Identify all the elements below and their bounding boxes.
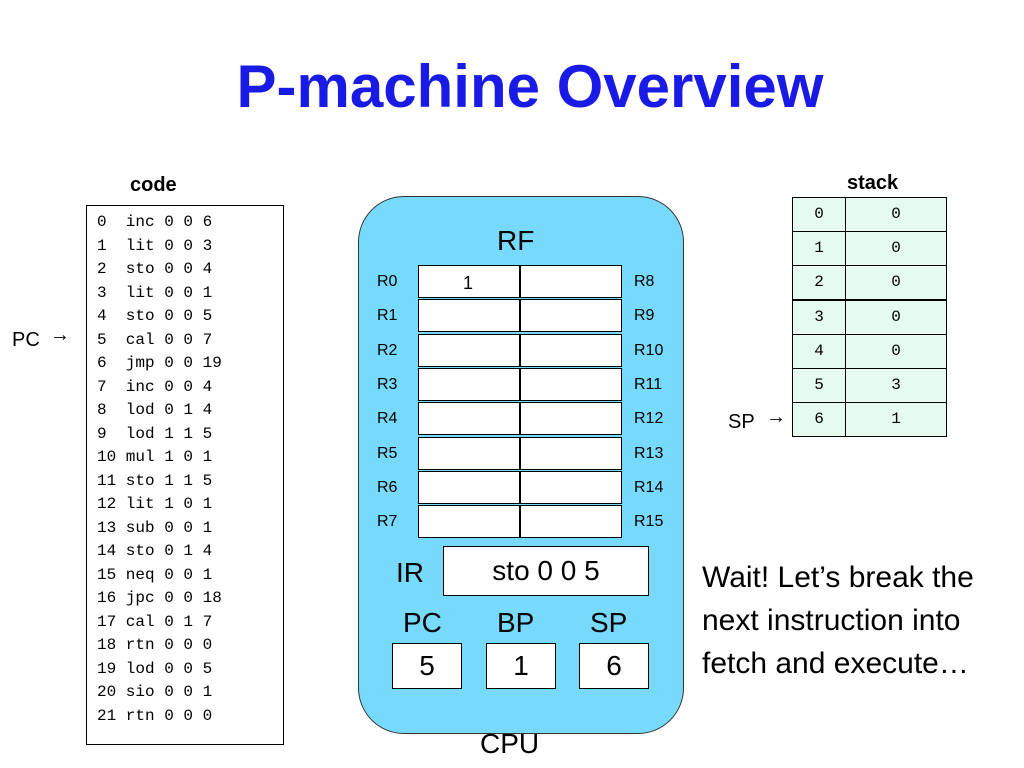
stack-index-cell: 1	[792, 231, 846, 267]
stack-value-cell: 0	[845, 197, 947, 232]
stack-index-cell: 6	[792, 402, 846, 438]
code-line: 0 inc 0 0 6	[97, 213, 213, 231]
code-line: 4 sto 0 0 5	[97, 307, 213, 325]
register-cell: 1	[418, 265, 520, 298]
stack-value-cell: 0	[845, 333, 947, 369]
register-cell	[418, 299, 520, 333]
register-label: R2	[377, 341, 398, 359]
code-line: 20 sio 0 0 1	[97, 683, 213, 701]
stack-value-cell: 0	[845, 299, 947, 335]
stack-index-cell: 5	[792, 368, 846, 403]
register-cell	[520, 367, 622, 401]
sp-pointer-arrow-icon: →	[766, 406, 786, 429]
note-text: Wait! Let’s break the next instruction i…	[702, 561, 974, 680]
register-cell	[418, 505, 520, 539]
register-cell	[520, 505, 622, 539]
code-listing: 0 inc 0 0 6 1 lit 0 0 3 2 sto 0 0 4 3 lit 0…	[86, 205, 284, 745]
code-line: 7 inc 0 0 4	[97, 377, 213, 396]
register-cell	[418, 436, 520, 470]
register-cell	[520, 265, 622, 298]
stack-value-cell: 1	[845, 402, 947, 438]
stack-value-cell: 0	[845, 265, 947, 301]
code-line: 16 jpc 0 0 18	[97, 589, 222, 607]
code-line: 3 lit 0 0 1	[97, 283, 213, 302]
code-line: 21 rtn 0 0 0	[97, 706, 213, 725]
register-label: R3	[377, 375, 398, 393]
register-cell	[520, 436, 622, 470]
code-line: 10 mul 1 0 1	[97, 448, 213, 466]
register-label: R15	[634, 513, 664, 531]
code-line: 15 neq 0 0 1	[97, 565, 213, 584]
stack-index-cell: 3	[792, 299, 846, 335]
register-label: R4	[377, 410, 398, 428]
stack-value-cell: 3	[845, 368, 947, 403]
register-label: R7	[377, 513, 398, 531]
stack-header: stack	[847, 172, 899, 194]
code-line: 18 rtn 0 0 0	[97, 636, 213, 654]
code-header: code	[130, 174, 177, 196]
slide-title: P-machine Overview	[236, 53, 824, 120]
register-label: R6	[377, 478, 398, 496]
register-label: R9	[634, 307, 655, 325]
pc-label: PC	[403, 607, 442, 638]
code-line: 12 lit 1 0 1	[97, 495, 213, 513]
register-cell	[418, 333, 520, 367]
register-label: R1	[377, 307, 398, 325]
cpu-label: CPU	[480, 728, 540, 759]
code-line: 2 sto 0 0 4	[97, 260, 213, 278]
pc-pointer-arrow-icon: →	[50, 323, 70, 346]
register-cell	[520, 333, 622, 367]
register-cell	[520, 470, 622, 504]
register-label: R11	[634, 375, 663, 393]
register-cell	[418, 470, 520, 504]
stack-index-cell: 2	[792, 265, 846, 301]
code-line: 5 cal 0 0 7	[97, 330, 213, 349]
bp-box: 1	[486, 643, 556, 689]
ir-box: sto 0 0 5	[443, 546, 649, 596]
sp-pointer-label: SP	[728, 411, 755, 434]
register-cell	[418, 402, 520, 436]
code-line: 13 sub 0 0 1	[97, 518, 213, 537]
register-label: R10	[634, 341, 664, 359]
stack-index-cell: 4	[792, 333, 846, 369]
code-line: 14 sto 0 1 4	[97, 542, 213, 560]
code-line: 8 lod 0 1 4	[97, 401, 213, 419]
pc-pointer-label: PC	[12, 328, 40, 351]
ir-label: IR	[396, 557, 424, 588]
register-cell	[520, 299, 622, 333]
code-line: 19 lod 0 0 5	[97, 659, 213, 678]
register-label: R12	[634, 410, 664, 428]
code-line: 11 sto 1 1 5	[97, 471, 213, 490]
register-label: R13	[634, 444, 664, 462]
register-cell	[520, 402, 622, 436]
rf-label: RF	[497, 225, 535, 256]
code-line: 17 cal 0 1 7	[97, 612, 213, 631]
sp-label: SP	[590, 607, 628, 638]
pc-box: 5	[392, 643, 462, 689]
stack-value-cell: 0	[845, 231, 947, 267]
register-label: R5	[377, 444, 398, 462]
sp-box: 6	[579, 643, 649, 689]
register-cell	[418, 367, 520, 401]
register-label: R14	[634, 478, 664, 496]
code-line: 9 lod 1 1 5	[97, 424, 213, 443]
code-line: 6 jmp 0 0 19	[97, 354, 222, 372]
bp-label: BP	[497, 607, 535, 638]
code-line: 1 lit 0 0 3	[97, 236, 213, 255]
stack-index-cell: 0	[792, 197, 846, 232]
register-label: R0	[377, 273, 398, 290]
register-label: R8	[634, 273, 655, 290]
